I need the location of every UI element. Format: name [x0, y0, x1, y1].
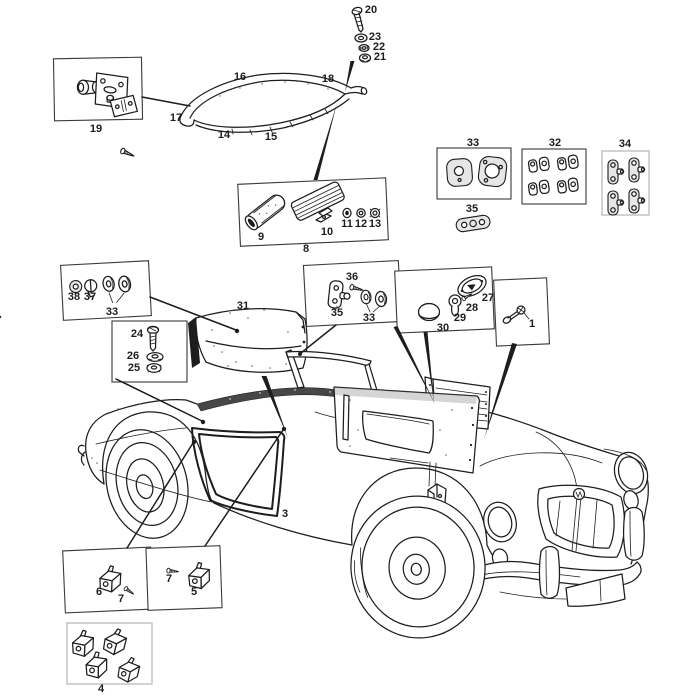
- part-label-9: 9: [257, 231, 265, 243]
- car-door-inner-panel: [333, 386, 481, 474]
- box-34-dovetail-brackets: [601, 150, 650, 216]
- part-label-3: 3: [281, 508, 289, 520]
- part-label-24: 24: [130, 328, 144, 340]
- part-label-23: 23: [368, 31, 382, 43]
- part-label-28: 28: [465, 302, 479, 314]
- part-label-10: 10: [320, 226, 334, 238]
- part-label-27: 27: [481, 292, 495, 304]
- part-10-clip: [315, 207, 333, 223]
- box-grommets-38-37-33: [60, 260, 152, 321]
- part-label-33: 33: [105, 306, 119, 318]
- box-8-seal-kit: [237, 103, 389, 247]
- part-label-15: 15: [264, 131, 278, 143]
- pointer-box8-to-seal: [313, 103, 337, 180]
- part-label-6: 6: [95, 586, 103, 598]
- part-9-seal-section: [244, 194, 286, 231]
- part-27-escutcheon: [457, 274, 487, 298]
- part-label-30: 30: [436, 322, 450, 334]
- part-label-37: 37: [83, 291, 97, 303]
- part-label-38: 38: [67, 291, 81, 303]
- part-label-26: 26: [126, 350, 140, 362]
- part-label-14: 14: [217, 129, 231, 141]
- part-label-19: 19: [89, 123, 103, 135]
- part-1-screw: [502, 305, 530, 324]
- part-label-22: 22: [372, 41, 386, 53]
- part-label-31: 31: [236, 300, 250, 312]
- part-label-20: 20: [364, 4, 378, 16]
- part-label-34: 34: [618, 138, 632, 150]
- leader-box19-to-seal: [141, 96, 191, 107]
- box-clip-7-5: [145, 545, 223, 611]
- car-headlight: [613, 451, 649, 495]
- pointer-screws-to-seal: [345, 61, 355, 92]
- box-plugs-27-30: [394, 266, 495, 334]
- part-label-4: 4: [97, 683, 105, 695]
- car-rear-wheel: [105, 429, 189, 539]
- part-label-7: 7: [117, 593, 125, 605]
- part-24-screw: [146, 325, 160, 352]
- part-13-washer: [369, 207, 381, 219]
- part-12-washer: [356, 208, 366, 218]
- part-label-1: 1: [528, 318, 536, 330]
- box-screw-1: [493, 277, 551, 347]
- screw-stack-20-23-22-21: [345, 6, 372, 92]
- car-rear-fender: [102, 411, 215, 504]
- part-label-12: 12: [354, 218, 368, 230]
- part-30-blanking-plug: [417, 302, 441, 322]
- box-clips-4: [66, 622, 153, 685]
- part-label-16: 16: [233, 71, 247, 83]
- car-rear-deck: [85, 399, 198, 453]
- car-hood-crease: [479, 452, 603, 467]
- part-26-washer: [146, 351, 164, 363]
- car-front-arch: [351, 467, 499, 563]
- box-36-35-33: [302, 259, 403, 327]
- box-19-door-striker: [52, 56, 144, 160]
- part-label-29: 29: [453, 312, 467, 324]
- part-label-18: 18: [321, 73, 335, 85]
- part-label-35: 35: [465, 203, 479, 215]
- part-29-keyhole-plug: [448, 294, 462, 317]
- box-screws-24-26-25: [111, 320, 188, 383]
- car-door-seal: [191, 427, 286, 517]
- box-32-snap-fasteners: [521, 148, 587, 205]
- part-label-33: 33: [466, 137, 480, 149]
- windscreen-seal-loop: [179, 72, 368, 136]
- part-label-13: 13: [368, 218, 382, 230]
- part-35-bracket: [327, 280, 351, 309]
- car-illustration: [77, 349, 649, 639]
- part-label-36: 36: [345, 271, 359, 283]
- car-front-wheel: [350, 495, 486, 639]
- part-label-21: 21: [373, 51, 387, 63]
- box-33-grommet-plates: [436, 147, 512, 200]
- part-8-seal-strip: [290, 181, 345, 221]
- seal-stipple: [219, 81, 329, 97]
- part-25-washer: [146, 362, 162, 374]
- part-label-17: 17: [169, 112, 183, 124]
- car-bumper: [454, 506, 645, 607]
- part-label-5: 5: [190, 586, 198, 598]
- part-label-11: 11: [341, 218, 353, 230]
- part-35-tapping-plate: [455, 214, 491, 233]
- part-label-32: 32: [548, 137, 562, 149]
- car-sidelight-left: [483, 501, 517, 543]
- part-11-grommet: [342, 207, 352, 219]
- part-label-33: 33: [362, 312, 376, 324]
- part-label-8: 8: [302, 243, 310, 255]
- part-label-25: 25: [127, 362, 141, 374]
- part-label-35: 35: [330, 307, 344, 319]
- leader-lines: [115, 296, 517, 549]
- car-grille: [537, 484, 626, 558]
- car-rocker: [213, 502, 353, 546]
- part-label-7: 7: [165, 573, 173, 585]
